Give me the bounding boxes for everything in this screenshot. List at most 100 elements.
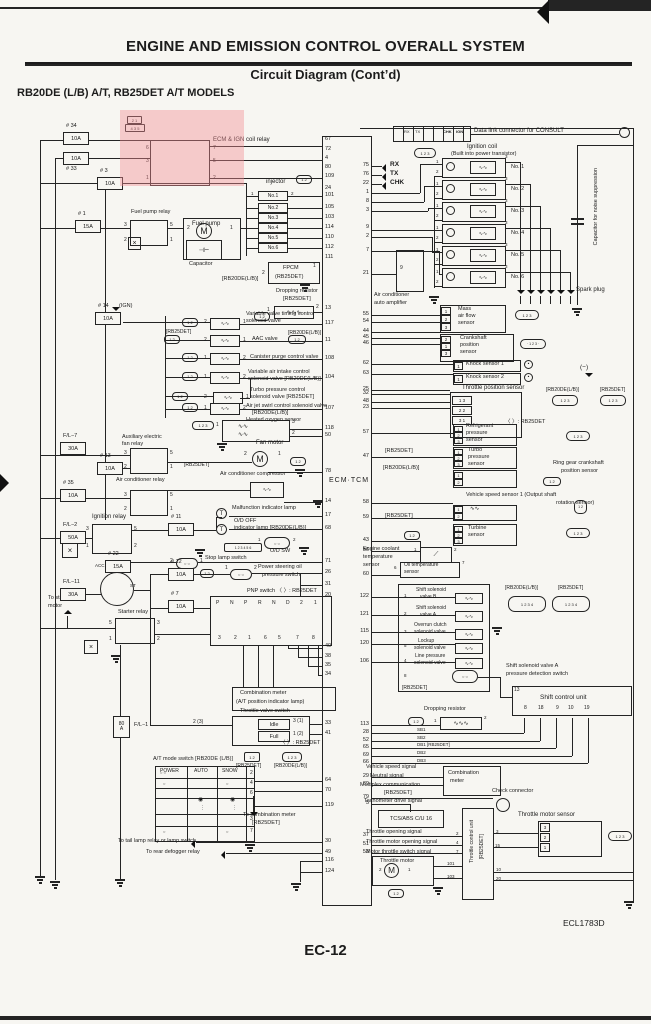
fuse-label: F/L−1 bbox=[134, 722, 149, 728]
diagram-label: 3 bbox=[124, 222, 127, 228]
fuse-3: 10A bbox=[97, 177, 123, 190]
diagram-label: 1 bbox=[251, 191, 254, 196]
wire bbox=[308, 646, 309, 666]
diagram-label: Neutral signal bbox=[370, 773, 404, 779]
wire bbox=[372, 763, 588, 764]
page-title: ENGINE AND EMISSION CONTROL OVERALL SYST… bbox=[126, 38, 525, 55]
wire bbox=[310, 724, 322, 725]
diagram-label: 2 bbox=[254, 565, 257, 571]
diagram-label: pressure bbox=[466, 430, 488, 436]
component-box: ∿∿ bbox=[470, 161, 496, 174]
diagram-label: position bbox=[460, 342, 479, 348]
ground-icon bbox=[37, 879, 43, 881]
diagram-label: 1 bbox=[436, 203, 439, 208]
component-box: 2 2 bbox=[452, 406, 472, 415]
fuse-14: 10A bbox=[95, 312, 121, 325]
diagram-label: 3 bbox=[157, 620, 160, 626]
motor-icon: M bbox=[384, 863, 399, 878]
diagram-label: meter bbox=[450, 778, 465, 784]
diagram-label: 2 bbox=[124, 506, 127, 512]
component-box: 1 bbox=[441, 307, 451, 315]
wire bbox=[252, 573, 322, 574]
wire bbox=[372, 338, 440, 339]
diagram-label: 3 bbox=[146, 158, 149, 164]
diagram-label: 4 bbox=[250, 780, 253, 786]
diagram-label: 2 bbox=[124, 464, 127, 470]
diagram-label: [RB25DET] bbox=[236, 763, 262, 769]
diagram-label: A/T mode switch [RB20DE (L/B)] bbox=[153, 756, 233, 762]
diagram-label: Shift control unit bbox=[540, 694, 587, 701]
wire bbox=[229, 516, 322, 517]
diagram-label: TX bbox=[390, 170, 399, 177]
diagram-label: (Built into power transistor) bbox=[451, 151, 517, 157]
wire bbox=[428, 208, 429, 211]
circle-icon bbox=[619, 127, 630, 138]
ecm-pin: 11 bbox=[325, 337, 331, 343]
triangle-marker bbox=[557, 290, 565, 294]
diagram-label: 2 bbox=[454, 547, 457, 552]
component-box: 1 2 3 bbox=[192, 421, 214, 430]
ecm-pin: 66 bbox=[362, 759, 369, 765]
ground-icon bbox=[291, 883, 301, 885]
component-box: 1 2 3 bbox=[608, 831, 632, 841]
triangle-marker bbox=[382, 182, 386, 190]
component-box bbox=[442, 268, 506, 288]
wire bbox=[433, 126, 434, 142]
wire bbox=[210, 178, 322, 179]
diagram-label: 2 bbox=[292, 430, 295, 436]
diagram-label: 3 bbox=[124, 492, 127, 498]
component-box: 1 bbox=[441, 343, 451, 350]
ecm-pin: 4 bbox=[325, 155, 329, 161]
diagram-label: 9 bbox=[556, 705, 559, 711]
diagram-label: 2 bbox=[204, 337, 207, 343]
diagram-label: (IGN) bbox=[119, 303, 133, 309]
diagram-label: sensor bbox=[460, 349, 477, 355]
wire bbox=[134, 590, 150, 591]
wire bbox=[540, 296, 541, 304]
wire bbox=[150, 574, 151, 725]
component-box: 1 2 bbox=[543, 477, 561, 486]
diagram-label: Turbine bbox=[468, 525, 487, 531]
lamp-icon: T bbox=[216, 524, 227, 535]
diagram-label: 2 bbox=[124, 237, 127, 243]
diagram-label: air flow bbox=[458, 313, 476, 319]
diagram-label: CHK bbox=[390, 179, 405, 186]
diagram-label: 3 bbox=[505, 154, 508, 159]
diagram-label: sensor bbox=[458, 320, 475, 326]
diagram-label: Ring gear crankshaft bbox=[553, 460, 604, 466]
component-box: 1 2 bbox=[182, 353, 198, 362]
diagram-label: 1 bbox=[434, 718, 437, 723]
ground-icon bbox=[297, 472, 303, 474]
component-box: ∿∿ bbox=[250, 482, 284, 498]
diagram-label: 8 bbox=[404, 673, 407, 678]
component-box: 1 bbox=[454, 449, 463, 455]
diagram-label: 1 bbox=[436, 159, 439, 164]
ecm-tcm-label: ECM·TCM bbox=[329, 477, 370, 484]
ground-icon bbox=[300, 284, 310, 286]
component-box bbox=[453, 505, 517, 521]
ecm-pin: 13 bbox=[325, 305, 332, 311]
component-box bbox=[92, 524, 132, 554]
fuse-label: # 12 bbox=[171, 559, 182, 565]
triangle-marker bbox=[221, 851, 225, 859]
diagram-label: Throttle valve switch bbox=[240, 708, 290, 714]
diagram-label: FPCM bbox=[283, 265, 299, 271]
title-rule bbox=[25, 62, 632, 64]
diagram-label: [RB25DET] bbox=[402, 685, 428, 691]
diagram-label: Ignition relay bbox=[92, 514, 127, 520]
wire bbox=[86, 594, 102, 595]
diagram-label: Auxiliary electric bbox=[122, 434, 162, 440]
wire bbox=[372, 390, 450, 391]
wire bbox=[572, 718, 573, 756]
diagram-label: Check connector bbox=[492, 788, 534, 794]
diagram-label: 5 bbox=[278, 635, 281, 641]
wire bbox=[372, 615, 455, 616]
diagram-label: 〈 〉: RB25DET bbox=[280, 740, 321, 746]
wire bbox=[217, 766, 218, 842]
wire bbox=[571, 218, 584, 220]
ecm-pin: 65 bbox=[362, 744, 369, 750]
wire bbox=[246, 248, 258, 249]
component-box: 1 bbox=[454, 526, 463, 532]
ecm-pin: 43 bbox=[362, 537, 369, 543]
wire bbox=[372, 518, 453, 519]
